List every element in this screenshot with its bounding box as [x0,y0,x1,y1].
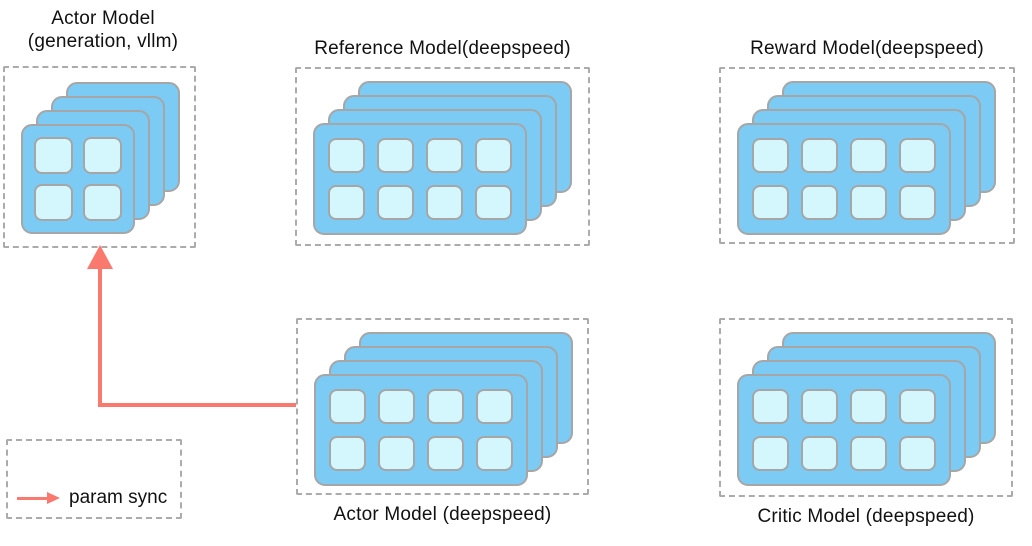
param-sync-arrow-icon [17,492,60,504]
gpu-cell [752,389,789,424]
node-title-reference-model: Reference Model(deepspeed) [314,38,571,59]
gpu-cell [850,389,887,424]
gpu-cell [899,436,936,471]
gpu-cell [328,185,365,220]
gpu-card [21,124,135,234]
gpu-cell [475,185,512,220]
node-box-reference-model [295,67,590,246]
gpu-stack-reference-model [297,69,588,244]
gpu-card [313,123,527,235]
gpu-stack-critic-model-deepspeed [721,320,1011,495]
gpu-cell [752,436,789,471]
gpu-cell [752,138,789,173]
node-box-reward-model [719,67,1015,244]
param-sync-arrow-head [47,492,60,504]
gpu-cell [427,389,464,424]
gpu-cell [850,436,887,471]
legend-row: param sync [17,487,167,509]
gpu-card [737,123,951,235]
node-title-actor-generation: Actor Model (generation, vllm) [0,7,206,53]
gpu-cell [378,436,415,471]
gpu-cell [899,185,936,220]
gpu-cell [377,185,414,220]
gpu-cell [850,138,887,173]
param-sync-arrow-horizontal-segment [98,403,296,407]
param-sync-arrowhead-icon [87,245,113,269]
gpu-cell [899,138,936,173]
node-box-actor-model-deepspeed [296,318,589,495]
gpu-cell [34,184,73,221]
gpu-cell [378,389,415,424]
node-title-reward-model: Reward Model(deepspeed) [750,38,984,59]
gpu-cell [329,389,366,424]
gpu-stack-actor-model-deepspeed [298,320,587,493]
gpu-cell [83,137,122,174]
gpu-cell [426,185,463,220]
gpu-cell [329,436,366,471]
legend-box: param sync [6,439,182,519]
node-box-actor-generation [3,66,196,248]
gpu-cell [83,184,122,221]
node-title-actor-generation-line2: (generation, vllm) [27,31,179,52]
gpu-cell [476,389,513,424]
gpu-cell [752,185,789,220]
gpu-card [737,374,951,486]
gpu-cell [427,436,464,471]
gpu-cell [801,389,838,424]
gpu-cell [377,138,414,173]
node-title-critic-model-deepspeed: Critic Model (deepspeed) [757,506,975,527]
gpu-stack-actor-generation [5,68,194,246]
gpu-cell [801,436,838,471]
gpu-cell [426,138,463,173]
gpu-cell [899,389,936,424]
node-title-actor-model-deepspeed: Actor Model (deepspeed) [333,504,552,525]
node-title-actor-generation-line1: Actor Model [51,8,155,29]
gpu-cell [476,436,513,471]
gpu-cell [475,138,512,173]
gpu-cell [328,138,365,173]
param-sync-arrow-shaft [17,496,47,500]
gpu-cell [801,138,838,173]
gpu-cell [850,185,887,220]
gpu-cell [34,137,73,174]
gpu-card [314,374,528,486]
gpu-stack-reward-model [721,69,1013,242]
legend-param-sync-label: param sync [69,487,168,508]
param-sync-arrow-vertical-segment [98,268,102,407]
node-box-critic-model-deepspeed [719,318,1013,497]
gpu-cell [801,185,838,220]
